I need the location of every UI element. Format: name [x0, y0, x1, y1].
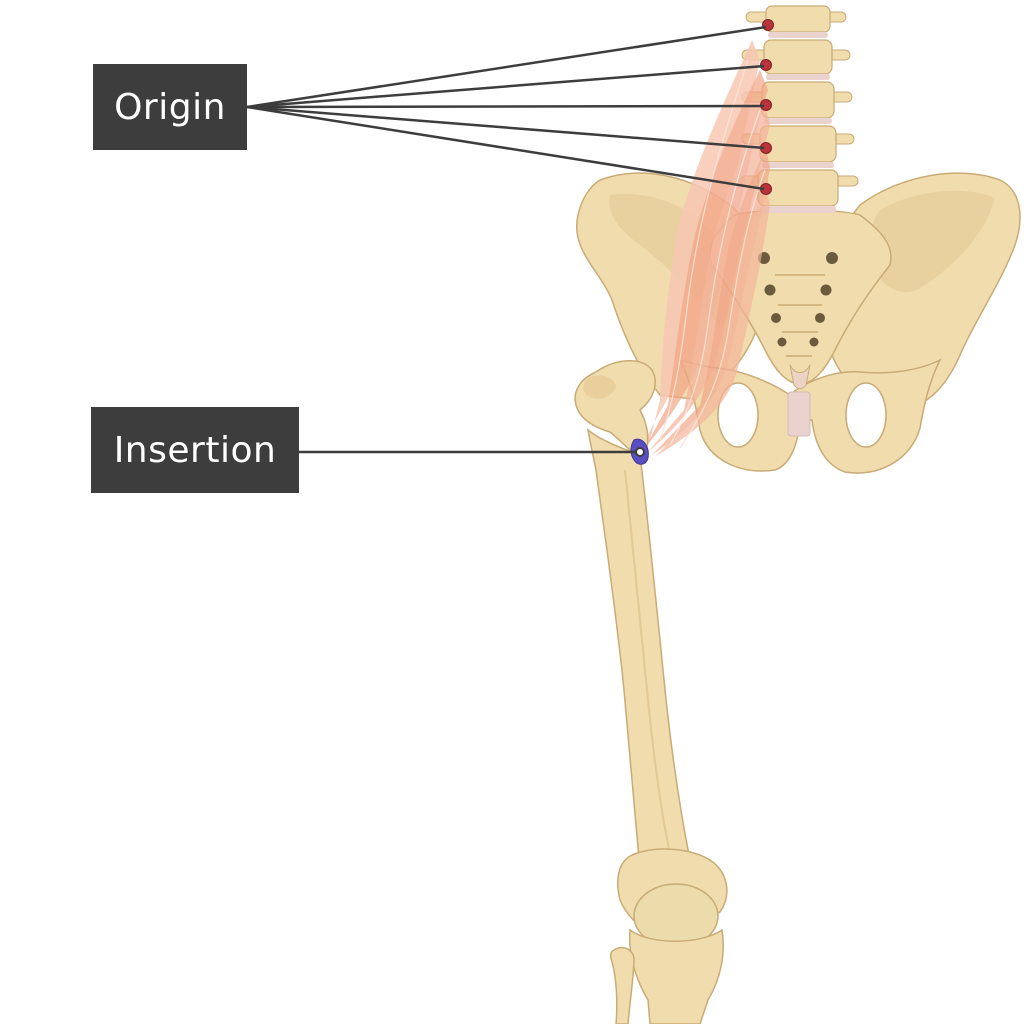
vertebra-l3 — [741, 81, 853, 119]
insertion-label: Insertion — [91, 407, 299, 493]
lumbar-spine — [739, 5, 859, 213]
origin-leader-line-l5 — [246, 105, 765, 191]
origin-leader-line-l3 — [246, 104, 765, 109]
right-obturator-foramen — [845, 382, 887, 448]
vertebra-l1 — [745, 5, 847, 33]
psoas-muscle — [640, 40, 770, 456]
origin-leader-line-l2 — [246, 64, 765, 109]
femur — [574, 359, 728, 936]
origin-leader-line-l4 — [246, 105, 765, 150]
origin-leader-line-l1 — [246, 25, 767, 109]
origin-leader-lines — [246, 25, 767, 191]
origin-marker-l1 — [762, 19, 774, 31]
insertion-leader-dot — [635, 447, 645, 457]
lower-leg — [609, 928, 724, 1024]
origin-markers — [760, 19, 774, 195]
origin-label: Origin — [93, 64, 247, 150]
origin-marker-l2 — [760, 59, 772, 71]
vertebra-l2 — [741, 39, 851, 75]
left-obturator-foramen — [717, 382, 759, 448]
vertebra-l4 — [741, 125, 855, 163]
pubic-symphysis — [787, 391, 811, 437]
